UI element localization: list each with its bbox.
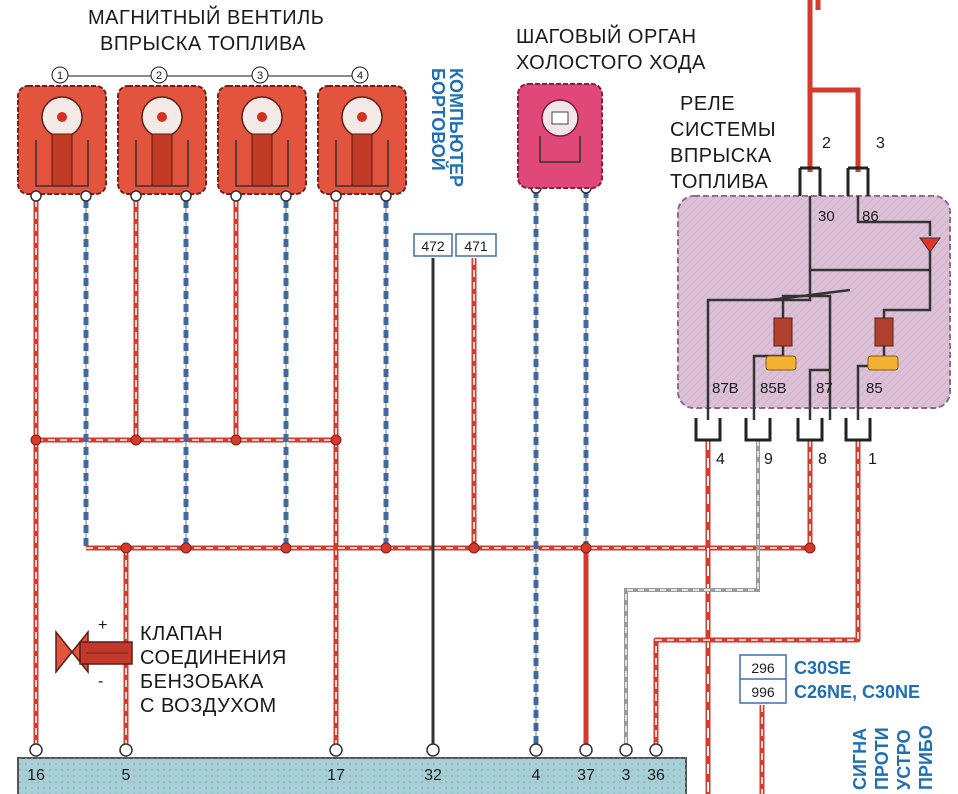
idle-actuator — [517, 83, 603, 189]
engine-wire-996: 996 — [751, 684, 775, 700]
right-edge-text-2: ПРОТИ — [872, 727, 892, 790]
relay-wire-2: 2 — [822, 135, 831, 152]
right-edge-text-3: УСТРО — [894, 729, 914, 790]
junction-dot — [30, 434, 42, 446]
connector-pin-label: 5 — [122, 767, 131, 784]
computer-wire-box-472: 472 — [413, 233, 453, 257]
junction-dot — [468, 542, 480, 554]
junction-dot — [580, 542, 592, 554]
relay-out-wire-9: 9 — [764, 451, 773, 468]
relay-pin-87: 87 — [816, 380, 833, 397]
connector-pin-label: 37 — [577, 767, 595, 784]
valve-plus-sign: + — [98, 617, 107, 634]
connector-pin-5 — [119, 743, 133, 757]
svg-text:471: 471 — [464, 238, 488, 254]
relay-pin-85: 85 — [866, 380, 883, 397]
svg-text:472: 472 — [421, 238, 445, 254]
injector-title-line2: ВПРЫСКА ТОПЛИВА — [100, 33, 306, 55]
connector-pin-label: 16 — [27, 767, 45, 784]
valve-minus-sign: - — [98, 673, 103, 690]
wire-relay-85 — [653, 440, 861, 750]
connector-pin-label: 32 — [424, 767, 442, 784]
injector-number-3: 3 — [251, 66, 269, 84]
relay-title-line1: РЕЛЕ — [680, 93, 735, 115]
right-edge-text-1: СИГНА — [850, 728, 870, 790]
onboard-computer-label-line1: БОРТОВОЙ — [428, 68, 449, 171]
junction-dot — [180, 542, 192, 554]
connector-pin-3 — [619, 743, 633, 757]
junction-dot — [230, 434, 242, 446]
relay-out-wire-4: 4 — [716, 451, 725, 468]
relay-pin-86: 86 — [862, 208, 879, 225]
relay-title-line4: ТОПЛИВА — [670, 171, 768, 193]
relay-title-line3: ВПРЫСКА — [670, 145, 772, 167]
junction-dot — [130, 434, 142, 446]
relay-bottom-terminal — [796, 418, 824, 442]
relay-title-line2: СИСТЕМЫ — [670, 119, 776, 141]
injector-1 — [17, 85, 107, 202]
connector-pin-17 — [329, 743, 343, 757]
wire-relay-85b — [624, 440, 760, 750]
junction-dot — [330, 434, 342, 446]
valve-label-line3: БЕНЗОБАКА — [140, 671, 264, 693]
right-edge-text-4: ПРИБО — [916, 725, 936, 790]
junction-dot — [120, 542, 132, 554]
engine-name-c26ne-c30ne: C26NE, C30NE — [794, 682, 920, 702]
wire-relay-supply — [807, 0, 861, 172]
engine-variant-table — [739, 654, 787, 704]
connector-pin-label: 36 — [647, 767, 665, 784]
junction-dot — [380, 542, 392, 554]
engine-wire-296: 296 — [751, 660, 775, 676]
connector-pin-16 — [29, 743, 43, 757]
relay-wire-3: 3 — [876, 135, 885, 152]
relay-pin-30: 30 — [818, 208, 835, 225]
junction-dot — [280, 542, 292, 554]
connector-pin-4 — [529, 743, 543, 757]
relay-bottom-terminal — [844, 418, 872, 442]
injector-number-2: 2 — [150, 66, 168, 84]
connector-pin-36 — [649, 743, 663, 757]
relay-out-wire-1: 1 — [868, 451, 877, 468]
relay-top-terminal — [846, 166, 870, 196]
computer-wire-box-471: 471 — [455, 233, 497, 257]
engine-name-c30se: C30SE — [794, 658, 851, 678]
ecu-connector — [17, 757, 687, 794]
injector-3 — [217, 85, 307, 202]
onboard-computer-label-line2: КОМПЬЮТЕР — [446, 68, 466, 187]
relay-pin-85b: 85B — [760, 380, 787, 397]
svg-text:2: 2 — [156, 70, 162, 82]
connector-pin-label: 17 — [327, 767, 345, 784]
relay-pin-87b: 87B — [712, 380, 739, 397]
svg-text:3: 3 — [257, 70, 263, 82]
idle-actuator-title-line1: ШАГОВЫЙ ОРГАН — [516, 24, 697, 48]
valve-label-line2: СОЕДИНЕНИЯ — [140, 647, 287, 669]
relay-bottom-terminal — [694, 418, 722, 442]
svg-text:1: 1 — [57, 70, 63, 82]
svg-text:4: 4 — [357, 70, 363, 82]
relay-body — [677, 195, 951, 420]
relay-out-wire-8: 8 — [818, 451, 827, 468]
injector-title-line1: МАГНИТНЫЙ ВЕНТИЛЬ — [88, 5, 324, 29]
connector-pin-label: 3 — [622, 767, 631, 784]
connector-pin-32 — [426, 743, 440, 757]
valve-label-line4: С ВОЗДУХОМ — [140, 695, 277, 717]
connector-pin-37 — [579, 743, 593, 757]
junction-dot — [804, 542, 816, 554]
relay-top-terminal — [798, 166, 822, 196]
relay-bottom-terminal — [744, 418, 772, 442]
injector-2 — [117, 85, 207, 202]
tank-valve — [55, 629, 133, 675]
idle-actuator-title-line2: ХОЛОСТОГО ХОДА — [516, 52, 706, 74]
connector-pin-label: 4 — [532, 767, 541, 784]
injector-number-4: 4 — [351, 66, 369, 84]
injector-4 — [317, 85, 407, 202]
injector-number-1: 1 — [51, 66, 69, 84]
valve-label-line1: КЛАПАН — [140, 623, 223, 645]
